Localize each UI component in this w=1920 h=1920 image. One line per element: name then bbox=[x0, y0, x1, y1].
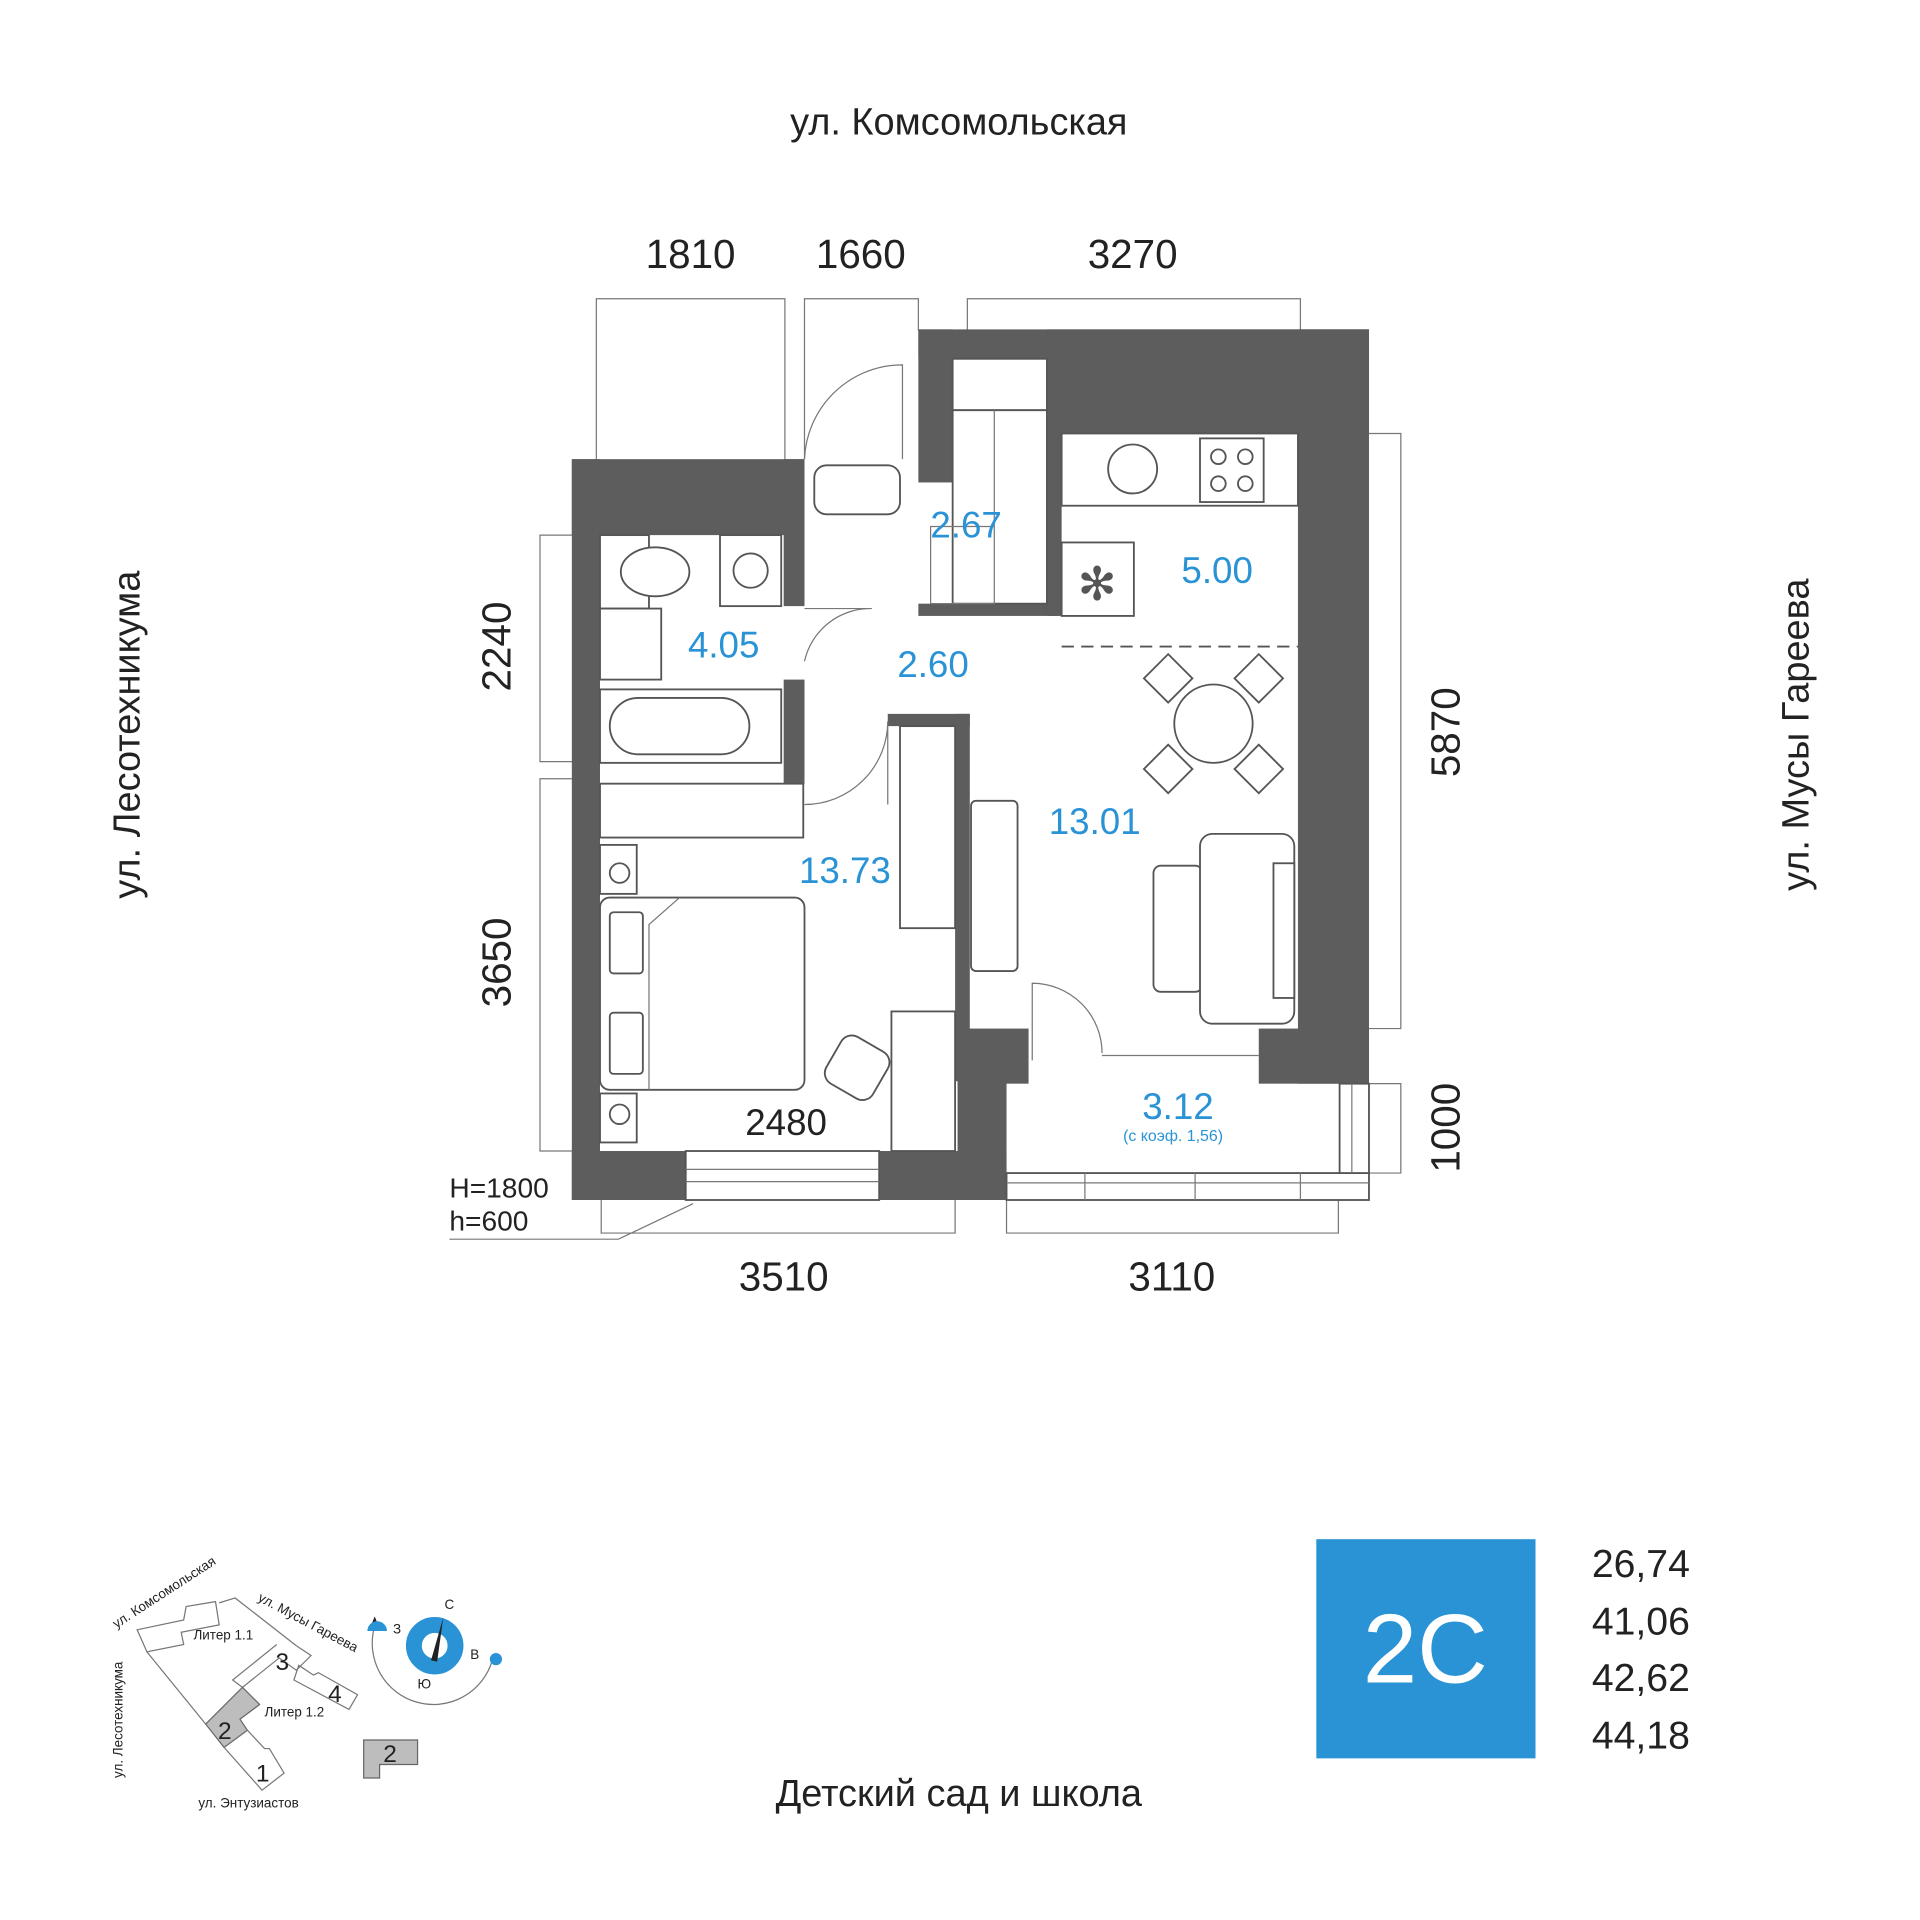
site-building-3: 3 bbox=[276, 1649, 290, 1676]
area-hall: 2.60 bbox=[897, 644, 968, 685]
area-living-total: 26,74 bbox=[1592, 1543, 1690, 1586]
site-legend-building: 2 bbox=[383, 1741, 397, 1768]
snowflake-icon: ✻ bbox=[1078, 558, 1117, 610]
window-sill-height: h=600 bbox=[449, 1206, 528, 1237]
apartment-type: 2С bbox=[1363, 1593, 1488, 1703]
dim-top-2: 1660 bbox=[816, 231, 906, 277]
area-bathroom: 4.05 bbox=[688, 625, 759, 666]
dim-right-2: 1000 bbox=[1423, 1083, 1469, 1173]
site-street-lesotekhnikuma: ул. Лесотехникума bbox=[110, 1661, 125, 1778]
area-kitchen: 5.00 bbox=[1181, 550, 1252, 591]
sun-east-icon bbox=[489, 1653, 503, 1666]
dim-bottom-1: 3510 bbox=[739, 1254, 829, 1300]
dim-bottom-2: 3110 bbox=[1128, 1254, 1215, 1300]
area-living: 13.01 bbox=[1049, 801, 1141, 842]
site-liter-1-2: Литер 1.2 bbox=[264, 1705, 324, 1720]
dim-inner: 2480 bbox=[745, 1102, 827, 1143]
window-height: H=1800 bbox=[449, 1173, 548, 1204]
dim-left-2: 3650 bbox=[474, 918, 520, 1008]
area-bedroom: 13.73 bbox=[799, 850, 891, 891]
site-building-4: 4 bbox=[328, 1681, 342, 1708]
compass-east: В bbox=[470, 1647, 479, 1662]
site-building-2: 2 bbox=[218, 1718, 232, 1745]
area-with-balcony-2: 44,18 bbox=[1592, 1715, 1690, 1758]
area-wardrobe: 2.67 bbox=[930, 505, 1001, 546]
site-street-entuziastov: ул. Энтузиастов bbox=[198, 1795, 298, 1810]
balcony-coefficient: (с коэф. 1,56) bbox=[1123, 1128, 1223, 1145]
site-plan bbox=[136, 1597, 503, 1792]
dimension-lines bbox=[449, 298, 1402, 1240]
compass-west: З bbox=[393, 1621, 401, 1636]
street-left: ул. Лесотехникума bbox=[107, 570, 149, 899]
area-balcony: 3.12 bbox=[1142, 1086, 1213, 1127]
apartment-type-badge bbox=[1316, 1539, 1536, 1759]
site-liter-1-1: Литер 1.1 bbox=[193, 1628, 253, 1643]
area-total: 41,06 bbox=[1592, 1601, 1690, 1644]
compass-north: С bbox=[444, 1597, 454, 1612]
street-bottom: Детский сад и школа bbox=[776, 1773, 1143, 1815]
street-top: ул. Комсомольская bbox=[790, 102, 1127, 144]
windows bbox=[684, 1082, 1370, 1201]
dim-top-1: 1810 bbox=[646, 231, 736, 277]
compass-south: Ю bbox=[418, 1677, 432, 1692]
walls bbox=[571, 329, 1369, 1200]
site-street-komsomolskaya: ул. Комсомольская bbox=[110, 1553, 219, 1631]
site-building-1: 1 bbox=[256, 1761, 270, 1788]
area-with-balcony-1: 42,62 bbox=[1592, 1657, 1690, 1700]
sun-west-icon bbox=[367, 1621, 387, 1632]
dim-left-1: 2240 bbox=[474, 602, 520, 692]
street-right: ул. Мусы Гареева bbox=[1776, 578, 1818, 891]
furniture: ✻ bbox=[599, 357, 1299, 1152]
compass-ring bbox=[405, 1616, 464, 1675]
dim-top-3: 3270 bbox=[1088, 231, 1178, 277]
dim-right-1: 5870 bbox=[1423, 687, 1469, 777]
site-street-gareeva: ул. Мусы Гареева bbox=[256, 1590, 361, 1655]
